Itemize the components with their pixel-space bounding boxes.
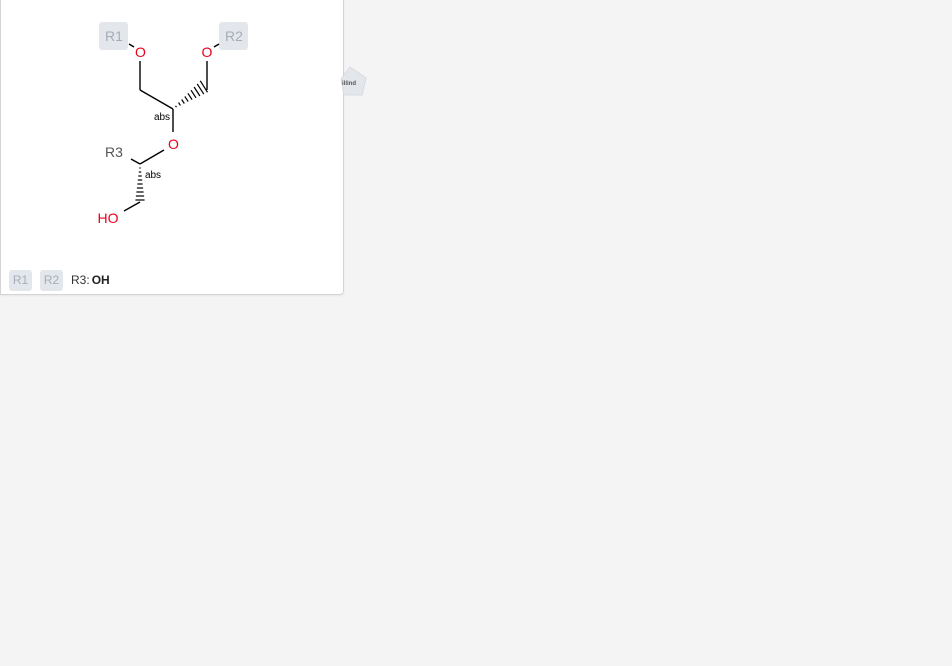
pentagon-icon-button[interactable]: illind bbox=[340, 66, 368, 96]
pentagon-icon bbox=[340, 66, 367, 96]
stereo-bond-hashed-2[interactable] bbox=[135, 167, 145, 201]
hydroxyl-atom[interactable]: HO bbox=[98, 210, 119, 226]
bond-c2-r3[interactable] bbox=[130, 158, 141, 165]
bond-r1-o1[interactable] bbox=[128, 43, 135, 48]
r1-legend-chip[interactable]: R1 bbox=[9, 269, 32, 291]
r2-atom-label: R2 bbox=[225, 28, 243, 44]
bond-c-center[interactable] bbox=[139, 89, 174, 110]
r2-atom-chip[interactable] bbox=[219, 22, 248, 50]
molecule-structure: R1 R2 bbox=[98, 22, 248, 226]
stereo-label-abs-2: abs bbox=[145, 170, 161, 181]
r3-legend-value: OH bbox=[91, 273, 110, 287]
r3-legend-label: R3: bbox=[71, 273, 90, 287]
pentagon-icon-label: illind bbox=[342, 81, 356, 87]
structure-card[interactable]: R1 R2 bbox=[0, 0, 344, 295]
stereo-label-abs-1: abs bbox=[154, 112, 170, 123]
oxygen-atom-3[interactable]: O bbox=[168, 136, 179, 152]
r3-legend-entry: R3: OH bbox=[71, 273, 110, 287]
r1-atom-label: R1 bbox=[105, 28, 123, 44]
oxygen-atom-2[interactable]: O bbox=[202, 44, 213, 60]
oxygen-atom-1[interactable]: O bbox=[135, 44, 146, 60]
bond-r2-o2[interactable] bbox=[213, 43, 220, 48]
r2-legend-chip[interactable]: R2 bbox=[40, 269, 63, 291]
rgroup-legend: R1 R2 R3: OH bbox=[9, 269, 110, 291]
r1-atom-chip[interactable] bbox=[99, 22, 128, 50]
bond-o3-c2[interactable] bbox=[139, 149, 165, 165]
r3-atom-label[interactable]: R3 bbox=[105, 144, 123, 160]
bond-c3-ho[interactable] bbox=[123, 201, 141, 212]
stereo-bond-hashed-1[interactable] bbox=[175, 80, 209, 108]
